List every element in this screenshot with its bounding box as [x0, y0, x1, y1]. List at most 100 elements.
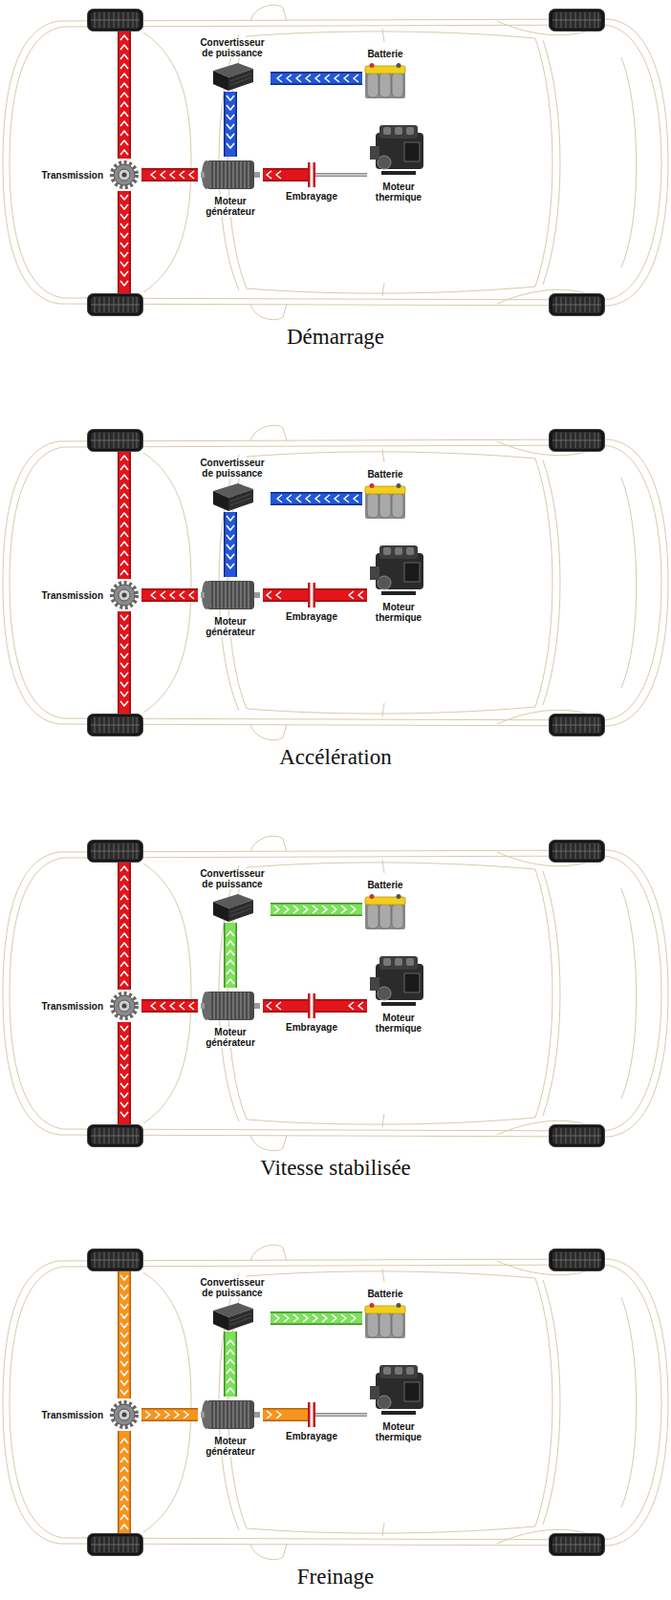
flow-chevron: [120, 1449, 129, 1454]
component: Embrayage: [284, 582, 339, 623]
flow-chevron: [331, 906, 337, 914]
component-label: Moteur thermique: [367, 181, 431, 203]
flow-band: [284, 1001, 309, 1013]
motor-generator-icon: [200, 992, 260, 1021]
component-label: Moteur thermique: [367, 602, 431, 624]
flow-band-edge: [338, 999, 368, 1014]
clutch-plate: [313, 162, 317, 188]
power-flow-arrow: [338, 1415, 368, 1417]
power-flow-arrow: [262, 591, 285, 600]
flow-chevron: [305, 74, 311, 83]
engine-icon: [369, 125, 424, 175]
flow-chevron: [341, 906, 347, 914]
flow-chevrons: [226, 95, 235, 149]
flow-chevron: [120, 1371, 129, 1377]
flow-band-edge: [117, 31, 131, 159]
flow-chevron: [120, 111, 129, 117]
flow-chevron: [120, 522, 129, 528]
flow-chevron: [334, 74, 340, 83]
component: Batterie: [362, 469, 409, 521]
flow-chevron: [120, 1026, 129, 1032]
flow-band: [262, 1001, 285, 1013]
component: Batterie: [362, 880, 409, 932]
flow-chevron: [120, 1323, 129, 1329]
component: Moteur générateur: [197, 577, 263, 638]
flow-chevron: [120, 672, 129, 678]
clutch-stub: [314, 1415, 339, 1417]
flow-chevron: [226, 124, 235, 130]
flow-band: [119, 611, 130, 715]
flow-chevron: [120, 150, 129, 155]
flow-chevron: [120, 1333, 129, 1339]
power-flow-arrow: [141, 1411, 198, 1420]
power-flow-arrow: [226, 512, 235, 578]
flow-band: [225, 91, 237, 157]
flow-band: [141, 170, 198, 181]
flow-band: [119, 1022, 130, 1126]
flow-chevron: [120, 682, 129, 688]
flow-chevron: [120, 1496, 129, 1502]
flow-chevron: [226, 931, 235, 937]
flow-chevron: [353, 74, 359, 83]
flow-band: [119, 452, 130, 580]
mode-panel: AccélérationConvertisseur de puissanceBa…: [0, 420, 671, 784]
flow-chevron: [120, 981, 129, 987]
flow-chevrons: [120, 194, 129, 286]
mode-caption: Freinage: [0, 1565, 671, 1591]
flow-band-edge: [338, 588, 368, 603]
flow-band: [314, 590, 339, 602]
flow-band: [314, 1001, 339, 1013]
battery-icon: [362, 1302, 409, 1342]
flow-chevron: [226, 133, 235, 139]
flow-chevron: [120, 615, 129, 621]
flow-chevron: [350, 906, 356, 914]
flow-chevrons: [120, 1439, 129, 1531]
flow-chevron: [226, 1388, 235, 1394]
converter-icon: [209, 1301, 256, 1333]
flow-chevron: [120, 972, 129, 977]
flow-chevron: [120, 1342, 129, 1348]
motor-generator-icon: [200, 156, 260, 194]
flow-chevron: [348, 591, 354, 600]
flow-band-edge: [262, 999, 285, 1014]
clutch-stub: [314, 595, 339, 597]
flow-chevron: [274, 1315, 280, 1323]
flow-chevron: [226, 970, 235, 975]
flow-chevron: [120, 494, 129, 499]
converter-icon: [213, 483, 254, 512]
flow-band-edge: [117, 863, 131, 991]
component: Moteur thermique: [367, 951, 431, 1035]
flow-chevron: [120, 1093, 129, 1099]
flow-chevron: [226, 563, 235, 569]
flow-chevron: [120, 1036, 129, 1041]
flow-band: [225, 923, 237, 989]
flow-chevron: [120, 1304, 129, 1310]
flow-chevrons: [226, 1341, 235, 1394]
clutch-plate: [307, 994, 311, 1019]
flow-chevron: [145, 1411, 151, 1420]
flow-chevrons: [151, 1002, 195, 1011]
battery-icon: [362, 893, 409, 932]
motor-generator-icon: [200, 160, 260, 190]
flow-chevron: [274, 906, 280, 914]
flow-chevron: [120, 1352, 129, 1358]
flow-chevron: [226, 1350, 235, 1356]
component: Embrayage: [284, 1402, 339, 1443]
flow-chevron: [120, 551, 129, 557]
flow-chevron: [120, 1390, 129, 1396]
flow-band-edge: [141, 999, 198, 1014]
transmission-icon: [107, 990, 142, 1023]
transmission-icon: [111, 1403, 137, 1429]
wheel-flow: [120, 1272, 129, 1400]
component-label: Moteur générateur: [197, 1436, 263, 1458]
flow-chevron: [120, 204, 129, 210]
flow-chevron: [120, 1083, 129, 1089]
wheel-flow: [120, 191, 129, 294]
flow-band: [262, 590, 285, 602]
flow-chevron: [120, 876, 129, 882]
flow-chevron: [120, 952, 129, 958]
flow-chevrons: [151, 171, 195, 179]
